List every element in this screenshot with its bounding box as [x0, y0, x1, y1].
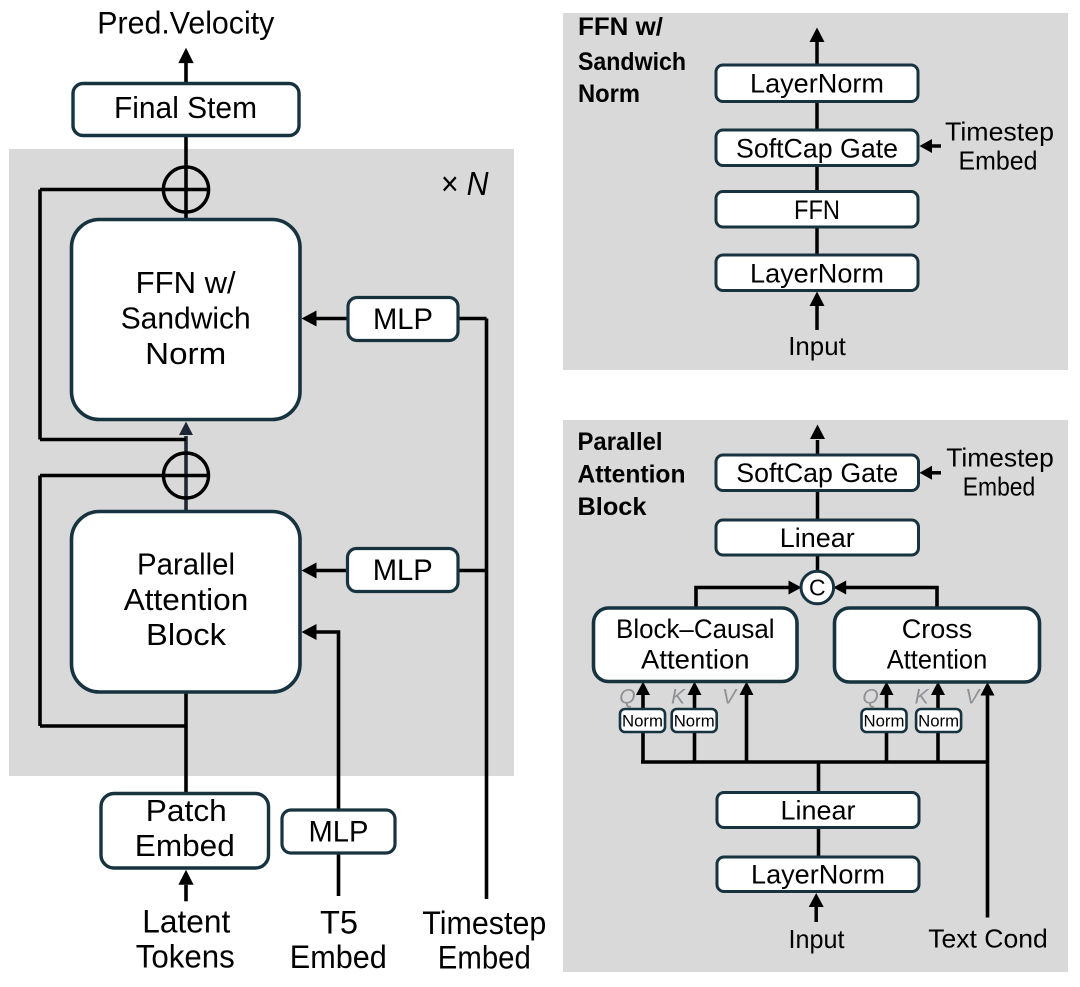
svg-text:Patch: Patch — [146, 793, 227, 828]
svg-text:Final Stem: Final Stem — [114, 90, 257, 125]
svg-text:Latent: Latent — [142, 904, 230, 940]
svg-text:Block: Block — [578, 493, 647, 521]
svg-text:MLP: MLP — [373, 303, 433, 336]
svg-text:Embed: Embed — [290, 939, 387, 975]
svg-text:Block: Block — [146, 617, 227, 652]
svg-text:Linear: Linear — [781, 795, 856, 825]
svg-text:V: V — [965, 686, 981, 709]
svg-text:Tokens: Tokens — [136, 939, 235, 975]
svg-text:Parallel: Parallel — [578, 428, 663, 456]
svg-text:FFN: FFN — [794, 195, 840, 225]
svg-text:LayerNorm: LayerNorm — [751, 859, 885, 889]
svg-text:V: V — [722, 686, 738, 709]
svg-text:Q: Q — [862, 686, 878, 709]
svg-text:FFN w/: FFN w/ — [578, 13, 663, 41]
svg-text:Norm: Norm — [864, 711, 905, 730]
svg-text:Norm: Norm — [674, 711, 715, 730]
svg-text:Embed: Embed — [438, 940, 531, 976]
svg-text:Attention: Attention — [578, 461, 686, 489]
svg-text:Norm: Norm — [622, 711, 663, 730]
svg-text:Attention: Attention — [124, 582, 249, 617]
svg-text:Input: Input — [788, 331, 846, 361]
svg-text:MLP: MLP — [373, 554, 433, 587]
svg-text:Parallel: Parallel — [137, 547, 235, 582]
svg-text:K: K — [915, 686, 930, 709]
svg-text:Timestep: Timestep — [945, 116, 1054, 146]
svg-text:LayerNorm: LayerNorm — [750, 258, 884, 288]
svg-text:Attention: Attention — [887, 645, 988, 675]
svg-text:Block–Causal: Block–Causal — [616, 614, 775, 644]
svg-text:C: C — [809, 575, 826, 601]
svg-text:Attention: Attention — [641, 645, 750, 675]
svg-text:FFN w/: FFN w/ — [136, 265, 236, 300]
svg-text:Sandwich: Sandwich — [121, 301, 251, 336]
svg-text:Norm: Norm — [578, 80, 640, 108]
svg-text:K: K — [671, 686, 686, 709]
svg-text:MLP: MLP — [309, 816, 369, 849]
svg-text:Embed: Embed — [135, 828, 235, 863]
svg-text:T5: T5 — [320, 905, 358, 941]
svg-text:Timestep: Timestep — [422, 905, 546, 941]
svg-text:SoftCap Gate: SoftCap Gate — [736, 458, 898, 488]
svg-text:Embed: Embed — [963, 472, 1036, 502]
svg-text:Cross: Cross — [902, 614, 973, 644]
svg-text:Q: Q — [619, 686, 635, 709]
svg-text:Timestep: Timestep — [946, 443, 1054, 473]
svg-text:Norm: Norm — [918, 711, 959, 730]
svg-text:Sandwich: Sandwich — [578, 48, 686, 76]
svg-text:SoftCap Gate: SoftCap Gate — [736, 133, 898, 163]
svg-text:Text Cond: Text Cond — [928, 924, 1048, 954]
svg-text:Linear: Linear — [780, 523, 855, 553]
svg-text:× N: × N — [441, 165, 489, 202]
svg-text:LayerNorm: LayerNorm — [750, 69, 884, 99]
svg-text:Embed: Embed — [959, 145, 1038, 175]
svg-text:Norm: Norm — [145, 336, 226, 371]
svg-text:Pred.Velocity: Pred.Velocity — [97, 5, 274, 41]
svg-text:Input: Input — [789, 924, 846, 954]
